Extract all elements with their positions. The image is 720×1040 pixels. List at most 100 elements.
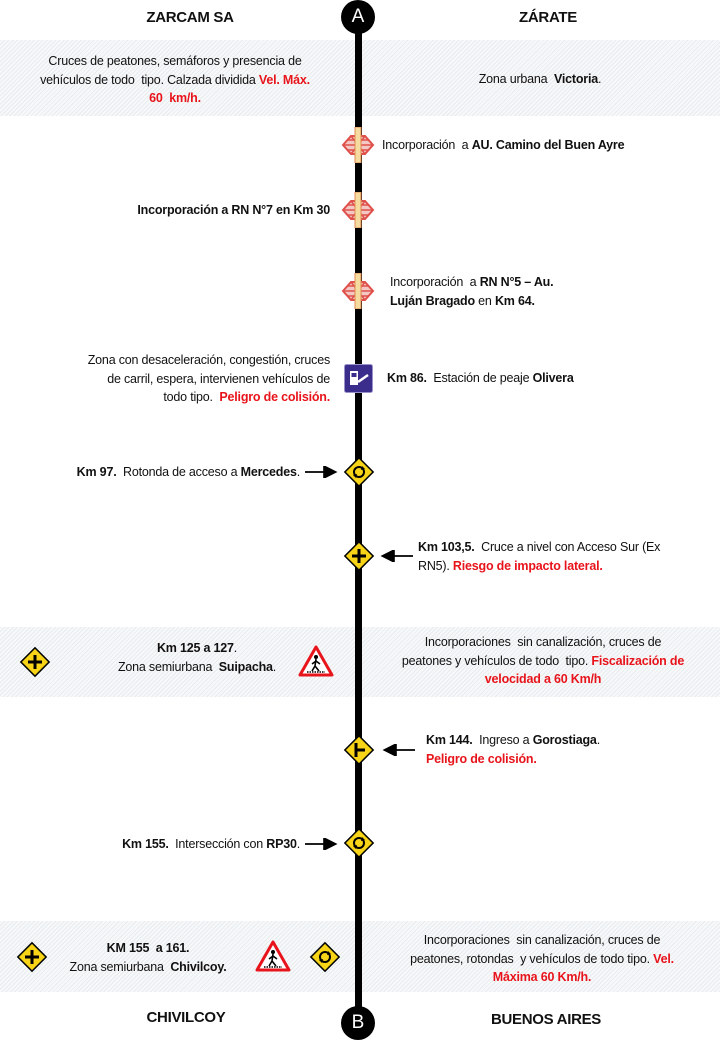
band2-right-text: Incorporaciones sin canalización, cruces… — [402, 633, 684, 689]
text-segment: RP30 — [266, 837, 297, 851]
text-segment: Km 144. — [426, 733, 473, 747]
text-segment: todo tipo. — [163, 390, 220, 404]
header-left-title: ZARCAM SA — [146, 9, 234, 26]
band2-left-text: Km 125 a 127.Zona semiurbana Suipacha. — [118, 639, 276, 676]
text-segment: . — [296, 837, 301, 851]
arrow-left-icon — [380, 550, 413, 562]
warning-text: Peligro de colisión. — [426, 751, 537, 766]
text-segment: Incorporación a RN N°7 en Km 30 — [137, 203, 330, 217]
text-segment: Km 64. — [494, 293, 535, 308]
point-toll-left-text: Zona con desaceleración, congestión, cru… — [88, 351, 330, 407]
interchange-icon — [342, 192, 374, 228]
text-line: Km 125 a 127. — [118, 639, 276, 658]
text-segment: vehículos de todo tipo. Calzada dividida — [40, 72, 259, 87]
text-line: Zona urbana Victoria. — [479, 70, 602, 89]
band1-left-text: Cruces de peatones, semáforos y presenci… — [40, 52, 310, 108]
text-segment: Chivilcoy. — [170, 959, 227, 974]
pedestrian-crossing-icon — [255, 940, 291, 972]
roundabout-sign-icon — [344, 457, 374, 487]
interchange-icon — [342, 273, 374, 309]
text-line: 60 km/h. — [40, 89, 310, 108]
text-line: Km 86. Estación de peaje Olivera — [387, 369, 574, 388]
text-segment: Mercedes — [240, 465, 297, 479]
arrow-right-icon — [305, 838, 338, 850]
text-segment: peatones y vehículos de todo tipo. — [401, 653, 592, 668]
text-segment: Estación de peaje — [426, 371, 533, 385]
point-gorostiaga: Km 144. Ingreso a Gorostiaga. Peligro de … — [426, 731, 600, 768]
toll-booth-icon — [344, 364, 373, 393]
route-line — [355, 18, 362, 1022]
footer-right-title: BUENOS AIRES — [490, 1011, 602, 1028]
text-line: Incorporaciones sin canalización, cruces… — [402, 633, 684, 652]
text-segment: Rotonda de acceso a — [116, 465, 241, 479]
end-node-b: B — [341, 1006, 375, 1040]
warning-text: Riesgo de impacto lateral. — [452, 558, 603, 573]
text-line: Zona semiurbana Chivilcoy. — [70, 958, 227, 977]
text-segment: Gorostiaga — [532, 733, 597, 747]
text-segment: Incorporación a — [390, 275, 480, 289]
header-right-title: ZÁRATE — [519, 9, 577, 26]
text-segment: Incorporaciones sin canalización, cruces… — [423, 933, 661, 947]
text-segment: . — [272, 659, 277, 674]
text-line: peatones y vehículos de todo tipo. Fisca… — [402, 652, 684, 671]
point-buen-ayre: Incorporación a AU. Camino del Buen Ayre — [382, 136, 625, 155]
text-segment: . — [296, 465, 301, 479]
point-acceso-sur: Km 103,5. Cruce a nivel con Acceso Sur (… — [418, 538, 660, 575]
text-segment: . — [597, 72, 602, 86]
text-segment: Cruce a nivel con Acceso Sur (Ex — [474, 540, 661, 554]
interchange-icon — [342, 127, 374, 163]
text-line: velocidad a 60 Km/h — [402, 670, 684, 689]
text-line: Incorporaciones sin canalización, cruces… — [410, 931, 674, 950]
text-line: RN5). Riesgo de impacto lateral. — [418, 557, 660, 576]
point-rn7: Incorporación a RN N°7 en Km 30 — [137, 201, 330, 220]
roundabout-sign-icon — [344, 828, 374, 858]
text-segment: de carril, espera, intervienen vehículos… — [107, 371, 330, 386]
text-segment: Victoria — [553, 72, 598, 86]
text-line: peatones, rotondas y vehículos de todo t… — [410, 950, 674, 969]
text-line: vehículos de todo tipo. Calzada dividida… — [40, 71, 310, 90]
point-mercedes: Km 97. Rotonda de acceso a Mercedes. — [77, 463, 301, 482]
text-segment: . — [596, 733, 601, 747]
text-segment: Cruces de peatones, semáforos y presenci… — [48, 54, 302, 68]
text-line: Km 103,5. Cruce a nivel con Acceso Sur (… — [418, 538, 660, 557]
text-line: Incorporación a RN N°7 en Km 30 — [137, 201, 330, 220]
band3-left-text: KM 155 a 161. Zona semiurbana Chivilcoy. — [70, 939, 227, 976]
pedestrian-crossing-icon — [298, 645, 334, 677]
text-segment: Olivera — [532, 371, 574, 385]
start-node-a: A — [341, 0, 375, 34]
text-line: Km 155. Intersección con RP30. — [122, 835, 300, 854]
arrow-left-icon — [382, 744, 415, 756]
text-segment: Zona con desaceleración, congestión, cru… — [87, 353, 330, 367]
text-segment: Luján Bragado — [390, 293, 475, 308]
band1-right-text: Zona urbana Victoria. — [479, 70, 602, 89]
text-line: Cruces de peatones, semáforos y presenci… — [40, 52, 310, 71]
text-segment: Zona semiurbana — [117, 659, 219, 674]
roundabout-sign-icon — [310, 942, 340, 972]
text-line: Zona semiurbana Suipacha. — [118, 658, 276, 677]
text-segment: KM 155 a 161. — [106, 941, 190, 955]
text-line: Máxima 60 Km/h. — [410, 968, 674, 987]
text-segment: Incorporaciones sin canalización, cruces… — [424, 635, 662, 649]
text-segment: Incorporación a — [382, 138, 472, 152]
text-segment: peatones, rotondas y vehículos de todo t… — [410, 951, 654, 966]
crossroad-sign-icon — [17, 942, 47, 972]
warning-text: Vel. — [653, 951, 674, 966]
text-segment: Ingreso a — [472, 733, 533, 747]
text-line: Zona con desaceleración, congestión, cru… — [88, 351, 330, 370]
text-line: Incorporación a RN N°5 – Au. — [390, 273, 554, 292]
warning-text: Peligro de colisión. — [219, 390, 330, 404]
text-segment: Zona urbana — [478, 72, 554, 86]
text-segment: Suipacha — [218, 659, 273, 674]
text-line: KM 155 a 161. — [70, 939, 227, 958]
point-rn5: Incorporación a RN N°5 – Au.Luján Bragad… — [390, 273, 554, 310]
arrow-right-icon — [305, 466, 338, 478]
crossroad-sign-icon — [344, 541, 374, 571]
warning-text: 60 km/h. — [149, 91, 201, 105]
text-segment: en — [474, 293, 495, 308]
text-segment: AU. Camino del Buen Ayre — [471, 138, 625, 152]
text-line: Peligro de colisión. — [426, 750, 600, 769]
text-line: Incorporación a AU. Camino del Buen Ayre — [382, 136, 625, 155]
footer-left-title: CHIVILCOY — [146, 1009, 226, 1026]
t-junction-sign-icon — [344, 735, 374, 765]
text-line: todo tipo. Peligro de colisión. — [88, 388, 330, 407]
